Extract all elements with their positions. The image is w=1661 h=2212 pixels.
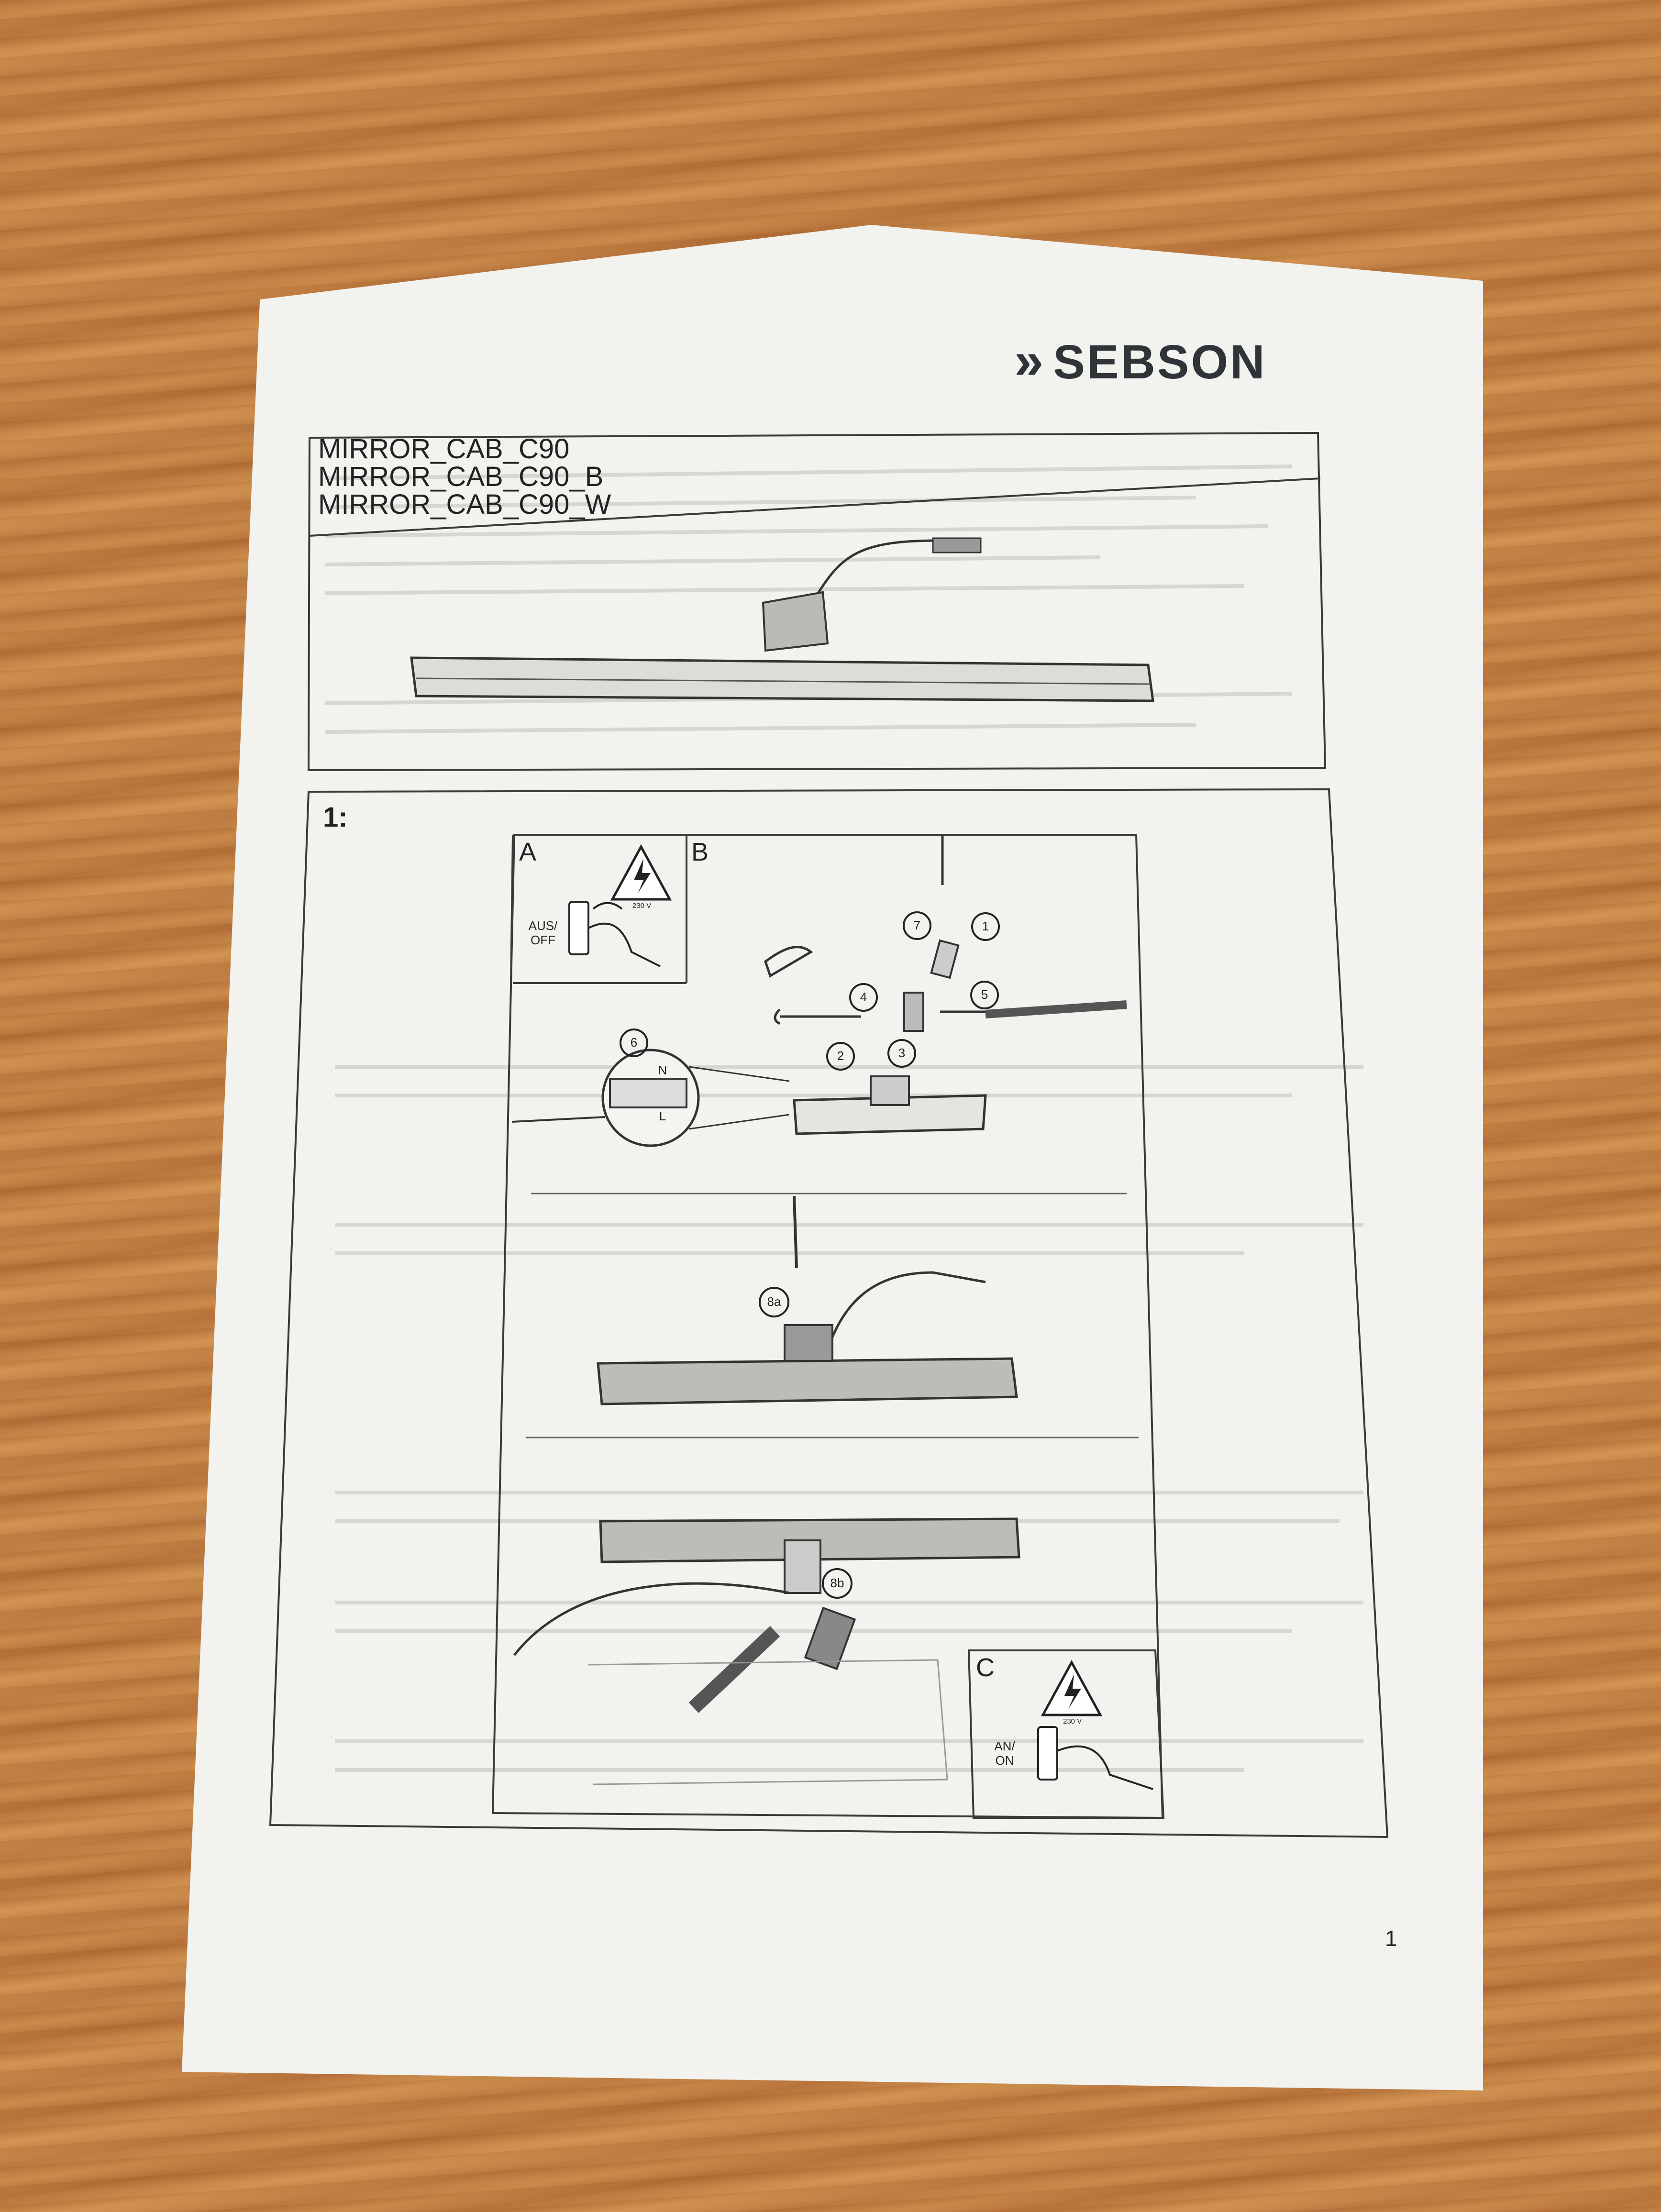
- terminal-live-label: L: [659, 1109, 666, 1123]
- callout-5: 5: [981, 987, 988, 1002]
- panel-a-voltage: 230 V: [632, 902, 652, 910]
- brand-chevron-icon: »: [1014, 331, 1046, 390]
- high-voltage-warning-icon-c: [1041, 1659, 1103, 1716]
- page-number: 1: [1385, 1926, 1397, 1951]
- brand-name: SEBSON: [1053, 335, 1267, 389]
- callout-8a: 8a: [767, 1294, 781, 1309]
- lamp-illustration: [410, 537, 1154, 702]
- final-assembly-illustration: [513, 1517, 1020, 1785]
- wall-switch-off-icon: [568, 901, 661, 967]
- callout-7: 7: [913, 918, 921, 932]
- model-name-1: MIRROR_CAB_C90: [318, 433, 570, 465]
- panel-c-switch-label: AN/ON: [994, 1739, 1015, 1768]
- panel-a-switch-label: AUS/OFF: [528, 918, 558, 947]
- product-frame-divider: [309, 477, 1321, 537]
- callout-3: 3: [898, 1046, 906, 1060]
- callout-circles: [620, 911, 1000, 1599]
- panel-c-frame: [967, 1649, 1165, 1819]
- panel-b-letter: B: [691, 838, 709, 866]
- step-frame: [269, 788, 1389, 1838]
- callout-8b: 8b: [830, 1576, 844, 1590]
- model-name-2: MIRROR_CAB_C90_B: [318, 461, 604, 492]
- callout-2: 2: [837, 1049, 844, 1063]
- wall-switch-on-icon: [1037, 1726, 1153, 1790]
- callout-4: 4: [860, 990, 867, 1004]
- panel-c-voltage: 230 V: [1063, 1717, 1082, 1725]
- panel-c-letter: C: [976, 1653, 995, 1682]
- high-voltage-warning-icon: [610, 844, 672, 901]
- mounting-illustration: [597, 1195, 1018, 1405]
- step-number: 1:: [323, 802, 348, 833]
- product-frame: [307, 431, 1327, 772]
- brand-logo: »SEBSON: [1014, 330, 1267, 391]
- callout-1: 1: [982, 919, 989, 933]
- wiring-detail-illustration: [511, 835, 1127, 1147]
- terminal-neutral-label: N: [658, 1063, 667, 1077]
- panel-a-letter: A: [519, 838, 537, 866]
- model-name-3: MIRROR_CAB_C90_W: [318, 489, 611, 520]
- callout-6: 6: [630, 1035, 638, 1050]
